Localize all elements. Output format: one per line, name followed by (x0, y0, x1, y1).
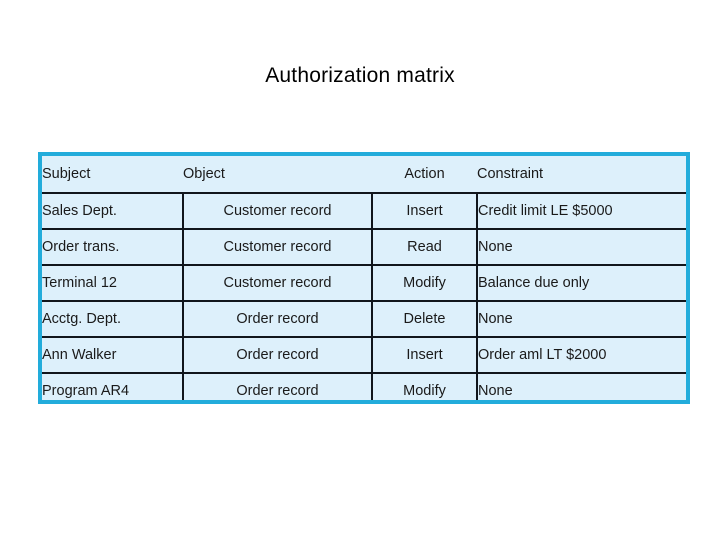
cell-constraint: None (477, 301, 686, 338)
table-row: Sales Dept. Customer record Insert Credi… (42, 193, 686, 230)
cell-action: Insert (372, 193, 478, 230)
authorization-matrix-table: Subject Object Action Constraint Sales D… (42, 156, 686, 400)
table-body: Sales Dept. Customer record Insert Credi… (42, 193, 686, 400)
cell-action: Read (372, 229, 478, 266)
table-row: Terminal 12 Customer record Modify Balan… (42, 265, 686, 302)
cell-action: Delete (372, 301, 478, 338)
column-header-action: Action (372, 156, 477, 194)
table-header: Subject Object Action Constraint (42, 156, 686, 194)
cell-action: Insert (372, 337, 478, 374)
cell-subject: Program AR4 (42, 373, 184, 400)
table-row: Program AR4 Order record Modify None (42, 373, 686, 400)
cell-constraint: Order aml LT $2000 (477, 337, 686, 374)
cell-constraint: Balance due only (477, 265, 686, 302)
cell-subject: Ann Walker (42, 337, 184, 374)
column-header-object: Object (183, 156, 372, 194)
cell-subject: Order trans. (42, 229, 184, 266)
column-header-subject: Subject (42, 156, 183, 194)
cell-subject: Sales Dept. (42, 193, 184, 230)
cell-action: Modify (372, 265, 478, 302)
cell-object: Order record (183, 301, 373, 338)
cell-object: Customer record (183, 229, 373, 266)
page-title: Authorization matrix (265, 64, 455, 87)
authorization-matrix-panel: Subject Object Action Constraint Sales D… (38, 152, 690, 404)
cell-object: Customer record (183, 265, 373, 302)
table-row: Acctg. Dept. Order record Delete None (42, 301, 686, 338)
column-header-constraint: Constraint (477, 156, 686, 194)
cell-object: Order record (183, 337, 373, 374)
cell-subject: Acctg. Dept. (42, 301, 184, 338)
header-row: Subject Object Action Constraint (42, 156, 686, 194)
table-row: Order trans. Customer record Read None (42, 229, 686, 266)
cell-object: Customer record (183, 193, 373, 230)
cell-action: Modify (372, 373, 478, 400)
cell-constraint: None (477, 373, 686, 400)
cell-object: Order record (183, 373, 373, 400)
table-row: Ann Walker Order record Insert Order aml… (42, 337, 686, 374)
cell-constraint: None (477, 229, 686, 266)
cell-constraint: Credit limit LE $5000 (477, 193, 686, 230)
cell-subject: Terminal 12 (42, 265, 184, 302)
